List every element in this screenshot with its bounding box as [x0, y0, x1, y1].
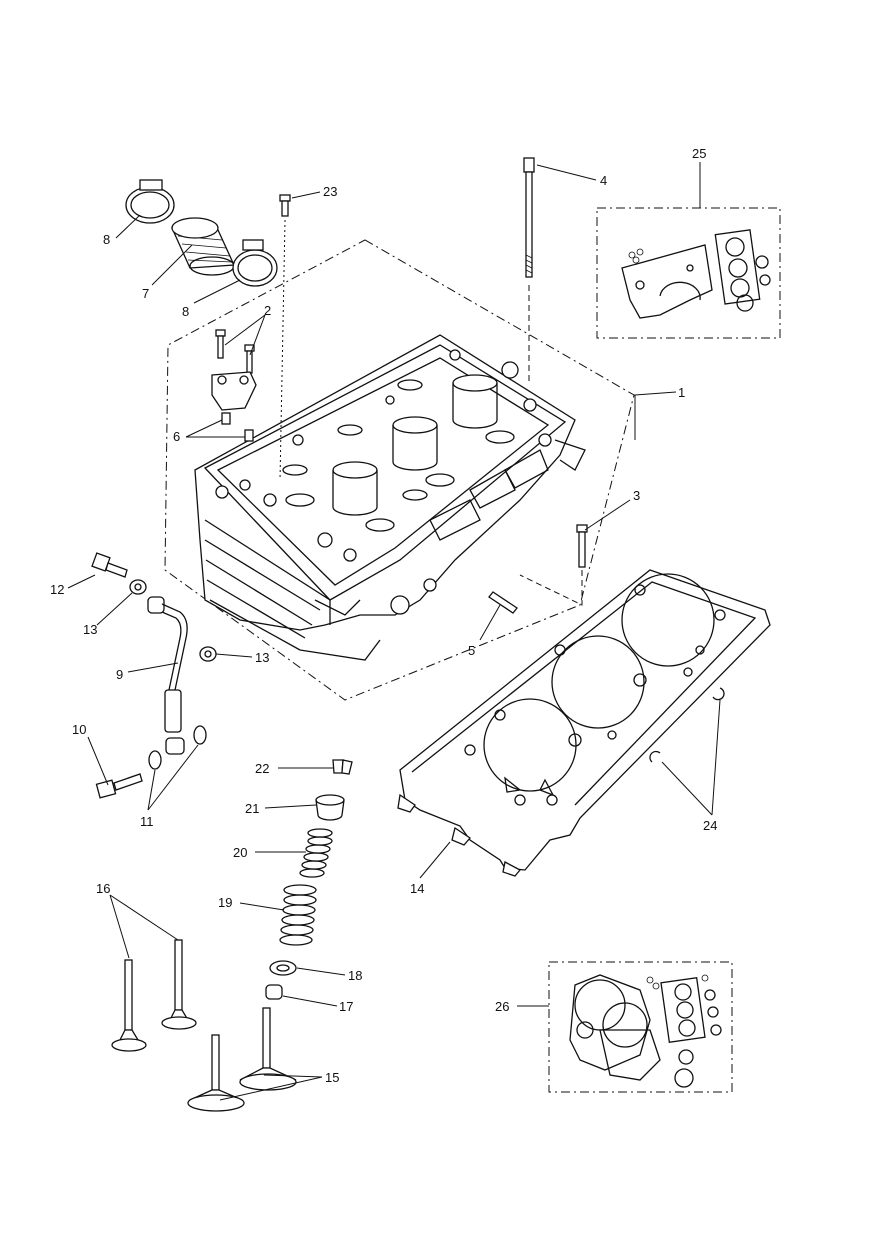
hose-clip-upper	[125, 179, 175, 224]
inner-valve-spring	[299, 828, 333, 878]
cam-cap	[211, 371, 257, 411]
callout-2: 2	[264, 303, 271, 318]
hose-clip-lower	[232, 239, 278, 287]
head-gasket	[397, 569, 771, 877]
callout-23: 23	[323, 184, 337, 199]
leader-lines	[67, 162, 721, 1101]
spring-retainer	[315, 794, 345, 821]
valve-collets	[332, 759, 353, 775]
callout-17: 17	[339, 999, 353, 1014]
callout-8b: 8	[182, 304, 189, 319]
callout-3: 3	[633, 488, 640, 503]
stud-5	[488, 591, 518, 614]
callout-labels: 1 2 3 4 5 6 7 8 8 9 10 11 12 13 13 14 15…	[50, 146, 717, 1085]
oil-feed-pipe	[147, 596, 188, 755]
sealing-washer-13b	[199, 646, 217, 662]
callout-14: 14	[410, 881, 424, 896]
banjo-bolt-10	[95, 773, 143, 799]
callout-7: 7	[142, 286, 149, 301]
banjo-bolt-12	[91, 552, 128, 578]
valve-stem-seal	[265, 984, 283, 1000]
gasket-set-box-26	[548, 961, 733, 1093]
outer-valve-spring	[279, 884, 317, 946]
callout-18: 18	[348, 968, 362, 983]
callout-13b: 13	[255, 650, 269, 665]
callout-6: 6	[173, 429, 180, 444]
cylinder-head-boundary	[164, 239, 635, 701]
callout-20: 20	[233, 845, 247, 860]
callout-12: 12	[50, 582, 64, 597]
bolt-3	[576, 524, 588, 568]
callout-10: 10	[72, 722, 86, 737]
callout-21: 21	[245, 801, 259, 816]
gasket-set-box-25	[596, 207, 781, 339]
callout-15: 15	[325, 1070, 339, 1085]
cylinder-head	[194, 334, 586, 661]
callout-19: 19	[218, 895, 232, 910]
callout-26: 26	[495, 999, 509, 1014]
callout-13a: 13	[83, 622, 97, 637]
sealing-washer-13a	[129, 579, 147, 595]
callout-11: 11	[140, 814, 154, 829]
head-bolt-long	[523, 157, 535, 278]
callout-4: 4	[600, 173, 607, 188]
sealing-washers-11	[148, 725, 207, 770]
callout-9: 9	[116, 667, 123, 682]
top-end-gasket-kit	[621, 229, 771, 319]
callout-1: 1	[678, 385, 685, 400]
full-engine-gasket-kit	[569, 974, 722, 1088]
cam-cap-bolts	[215, 329, 255, 374]
intake-rubber	[170, 217, 235, 276]
callout-16: 16	[96, 881, 110, 896]
circlips	[649, 687, 725, 763]
callout-5: 5	[468, 643, 475, 658]
dowels	[221, 412, 254, 442]
spring-seat	[269, 960, 297, 976]
small-bolt-23	[279, 194, 291, 217]
callout-24: 24	[703, 818, 717, 833]
callout-25: 25	[692, 146, 706, 161]
callout-22: 22	[255, 761, 269, 776]
inlet-valves	[111, 939, 197, 1052]
callout-8a: 8	[103, 232, 110, 247]
